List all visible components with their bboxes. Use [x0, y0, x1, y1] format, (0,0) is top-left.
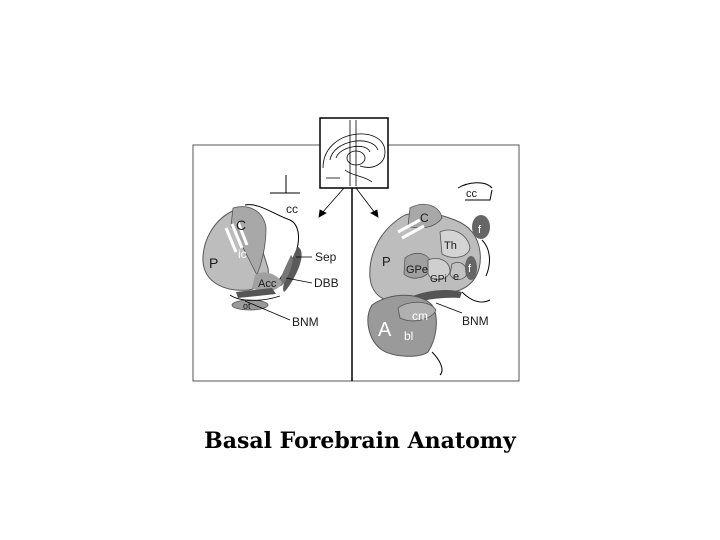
label-right-gpi: GPi: [430, 274, 447, 285]
label-left-bnm: BNM: [292, 315, 319, 329]
label-right-caudate: C: [420, 211, 429, 225]
left-labels: cc C ic P Sep Acc DBB ot BNM: [209, 202, 339, 329]
label-right-fornix-mid: f: [468, 263, 472, 275]
figure-caption: Basal Forebrain Anatomy: [204, 428, 516, 454]
left-section-drawing: [202, 175, 313, 321]
label-left-sep: Sep: [315, 250, 337, 264]
sagittal-inset: [319, 117, 389, 189]
label-left-cc: cc: [286, 202, 298, 216]
label-right-gpe: GPe: [406, 264, 428, 276]
label-right-bl: bl: [404, 329, 413, 343]
label-left-acc: Acc: [258, 278, 277, 290]
label-left-ic: ic: [238, 247, 247, 261]
label-right-e: e: [453, 271, 459, 283]
section-arrows: [318, 187, 379, 218]
label-left-ot: ot: [243, 301, 251, 311]
label-right-cc: cc: [466, 188, 478, 200]
label-right-thalamus: Th: [444, 240, 457, 252]
right-labels: cc C f Th P GPe GPi e f cm BNM A bl: [378, 188, 489, 343]
label-left-putamen: P: [209, 255, 218, 271]
right-section-drawing: [367, 182, 493, 376]
label-right-cm: cm: [412, 309, 428, 323]
label-right-amygdala: A: [378, 319, 392, 341]
label-right-bnm: BNM: [462, 314, 489, 328]
label-left-dbb: DBB: [314, 276, 339, 290]
label-right-fornix-top: f: [478, 224, 482, 236]
label-left-caudate: C: [236, 217, 246, 233]
label-right-putamen: P: [382, 254, 391, 269]
